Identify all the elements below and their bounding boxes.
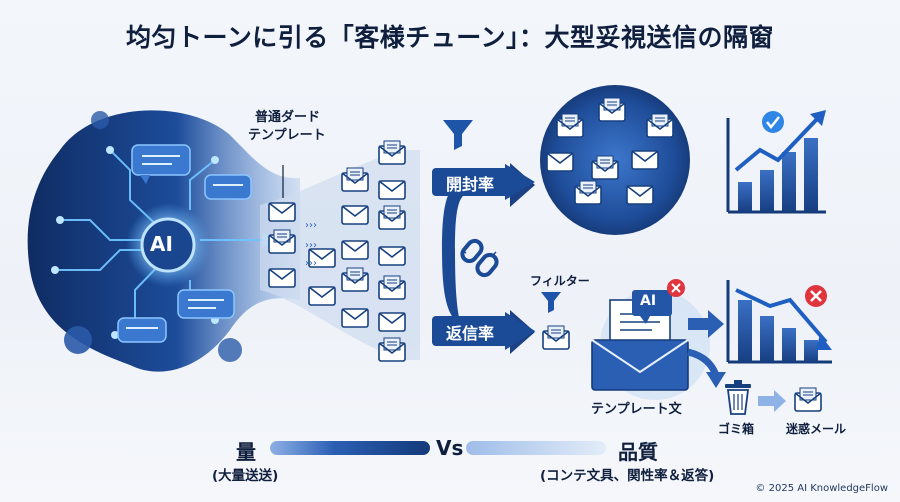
trash-icon (725, 380, 751, 415)
copyright-text: © 2025 AI KnowledgeFlow (755, 483, 888, 494)
filter-label: フィルター (530, 274, 590, 288)
filter-funnel-icon (541, 292, 561, 313)
broken-link-icon (460, 238, 499, 278)
template-label-top: 普通ダード (255, 110, 321, 125)
reply-rate-label: 返信率 (446, 324, 495, 343)
chat-bubble-icon (131, 144, 191, 184)
ai-brain-graphic (27, 110, 300, 372)
ai-badge-label: AI (640, 293, 657, 309)
chat-bubble-icon (117, 317, 167, 343)
template-label-bottom: テンプレート (248, 128, 326, 143)
chat-bubble-icon (204, 174, 252, 200)
quality-title: 品質 (618, 440, 658, 464)
trash-label: ゴミ箱 (718, 422, 755, 436)
flow-chevrons: ››› ››› ››› (305, 220, 317, 269)
quantity-bar (270, 441, 430, 455)
template-sentence-label: テンプレート文 (591, 402, 682, 417)
quality-bar (466, 441, 606, 455)
quantity-title: 量 (236, 440, 256, 464)
spam-label: 迷惑メール (786, 422, 847, 436)
versus-label: Vs (436, 436, 464, 460)
quantity-subtitle: (大量送送) (212, 468, 279, 484)
svg-text:›››: ››› (305, 258, 317, 269)
envelope-icon (542, 325, 570, 350)
trend-up-chart-icon (726, 110, 826, 214)
trend-down-chart-icon (726, 280, 832, 364)
page-title: 均匀トーンに引る「客様チューン」：大型妥視送信の隔窗 (125, 23, 774, 52)
svg-text:›››: ››› (305, 240, 317, 251)
template-mail-graphic (591, 290, 689, 391)
svg-text:›››: ››› (305, 220, 317, 231)
close-icon (805, 285, 827, 307)
envelope-icon (794, 387, 822, 412)
quality-subtitle: (コンテ文具、関性率＆返答) (540, 468, 715, 484)
ai-core-label: AI (150, 232, 173, 256)
open-rate-label: 開封率 (446, 175, 495, 194)
check-icon (762, 111, 784, 133)
chat-bubble-icon (177, 289, 235, 319)
opened-mail-circle (540, 85, 690, 235)
close-icon (667, 279, 685, 297)
filter-funnel-icon (443, 120, 473, 150)
